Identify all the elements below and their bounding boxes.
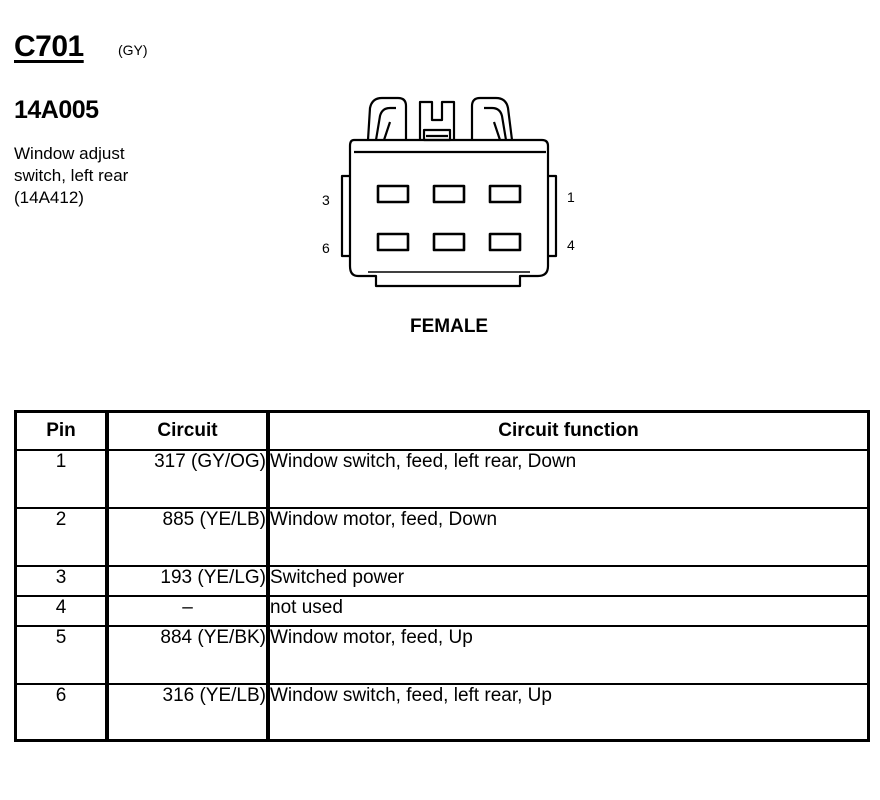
pin-cavities: [376, 184, 522, 252]
connector-gender: FEMALE: [410, 316, 489, 337]
pin-number: 3: [14, 565, 108, 597]
circuit-function: Window switch, feed, left rear, Down: [266, 449, 870, 509]
circuit-function: Switched power: [266, 565, 870, 597]
cavity-2: [432, 184, 466, 204]
cavity-6: [376, 232, 410, 252]
table-row: 1 317 (GY/OG) Window switch, feed, left …: [14, 449, 870, 509]
connector-face-diagram: [340, 96, 558, 288]
table-row: 5 884 (YE/BK) Window motor, feed, Up: [14, 625, 870, 685]
connector-housing: [348, 138, 550, 288]
connector-id: C701: [14, 30, 84, 63]
component-description: Window adjust switch, left rear (14A412): [14, 143, 214, 209]
pin-number: 4: [14, 595, 108, 627]
table-row: 3 193 (YE/LG) Switched power: [14, 565, 870, 597]
circuit-code: –: [105, 595, 269, 627]
circuit-code: 885 (YE/LB): [105, 507, 269, 567]
color-code: (GY): [118, 42, 148, 58]
circuit-function: Window switch, feed, left rear, Up: [266, 683, 870, 742]
pin-number: 1: [14, 449, 108, 509]
pin-label-1: 1: [567, 189, 575, 205]
description-line: Window adjust: [14, 144, 125, 163]
pin-label-6: 6: [322, 240, 330, 256]
cavity-3: [376, 184, 410, 204]
header-pin: Pin: [14, 410, 108, 451]
circuit-code: 193 (YE/LG): [105, 565, 269, 597]
circuit-function: Window motor, feed, Down: [266, 507, 870, 567]
table-row: 4 – not used: [14, 595, 870, 627]
description-line: (14A412): [14, 188, 84, 207]
cavity-4: [488, 232, 522, 252]
pin-number: 6: [14, 683, 108, 742]
pinout-table: Pin Circuit Circuit function 1 317 (GY/O…: [14, 410, 870, 742]
table-header-row: Pin Circuit Circuit function: [14, 410, 870, 451]
part-number: 14A005: [14, 96, 99, 124]
table-row: 2 885 (YE/LB) Window motor, feed, Down: [14, 507, 870, 567]
table-row: 6 316 (YE/LB) Window switch, feed, left …: [14, 683, 870, 742]
description-line: switch, left rear: [14, 166, 129, 185]
pin-number: 2: [14, 507, 108, 567]
pin-label-4: 4: [567, 237, 575, 253]
pin-label-3: 3: [322, 192, 330, 208]
circuit-code: 317 (GY/OG): [105, 449, 269, 509]
header-circuit: Circuit: [105, 410, 269, 451]
circuit-code: 884 (YE/BK): [105, 625, 269, 685]
circuit-function: not used: [266, 595, 870, 627]
circuit-code: 316 (YE/LB): [105, 683, 269, 742]
cavity-5: [432, 232, 466, 252]
connector-latch: [366, 96, 514, 142]
header-circuit-function: Circuit function: [266, 410, 870, 451]
cavity-1: [488, 184, 522, 204]
circuit-function: Window motor, feed, Up: [266, 625, 870, 685]
pin-number: 5: [14, 625, 108, 685]
